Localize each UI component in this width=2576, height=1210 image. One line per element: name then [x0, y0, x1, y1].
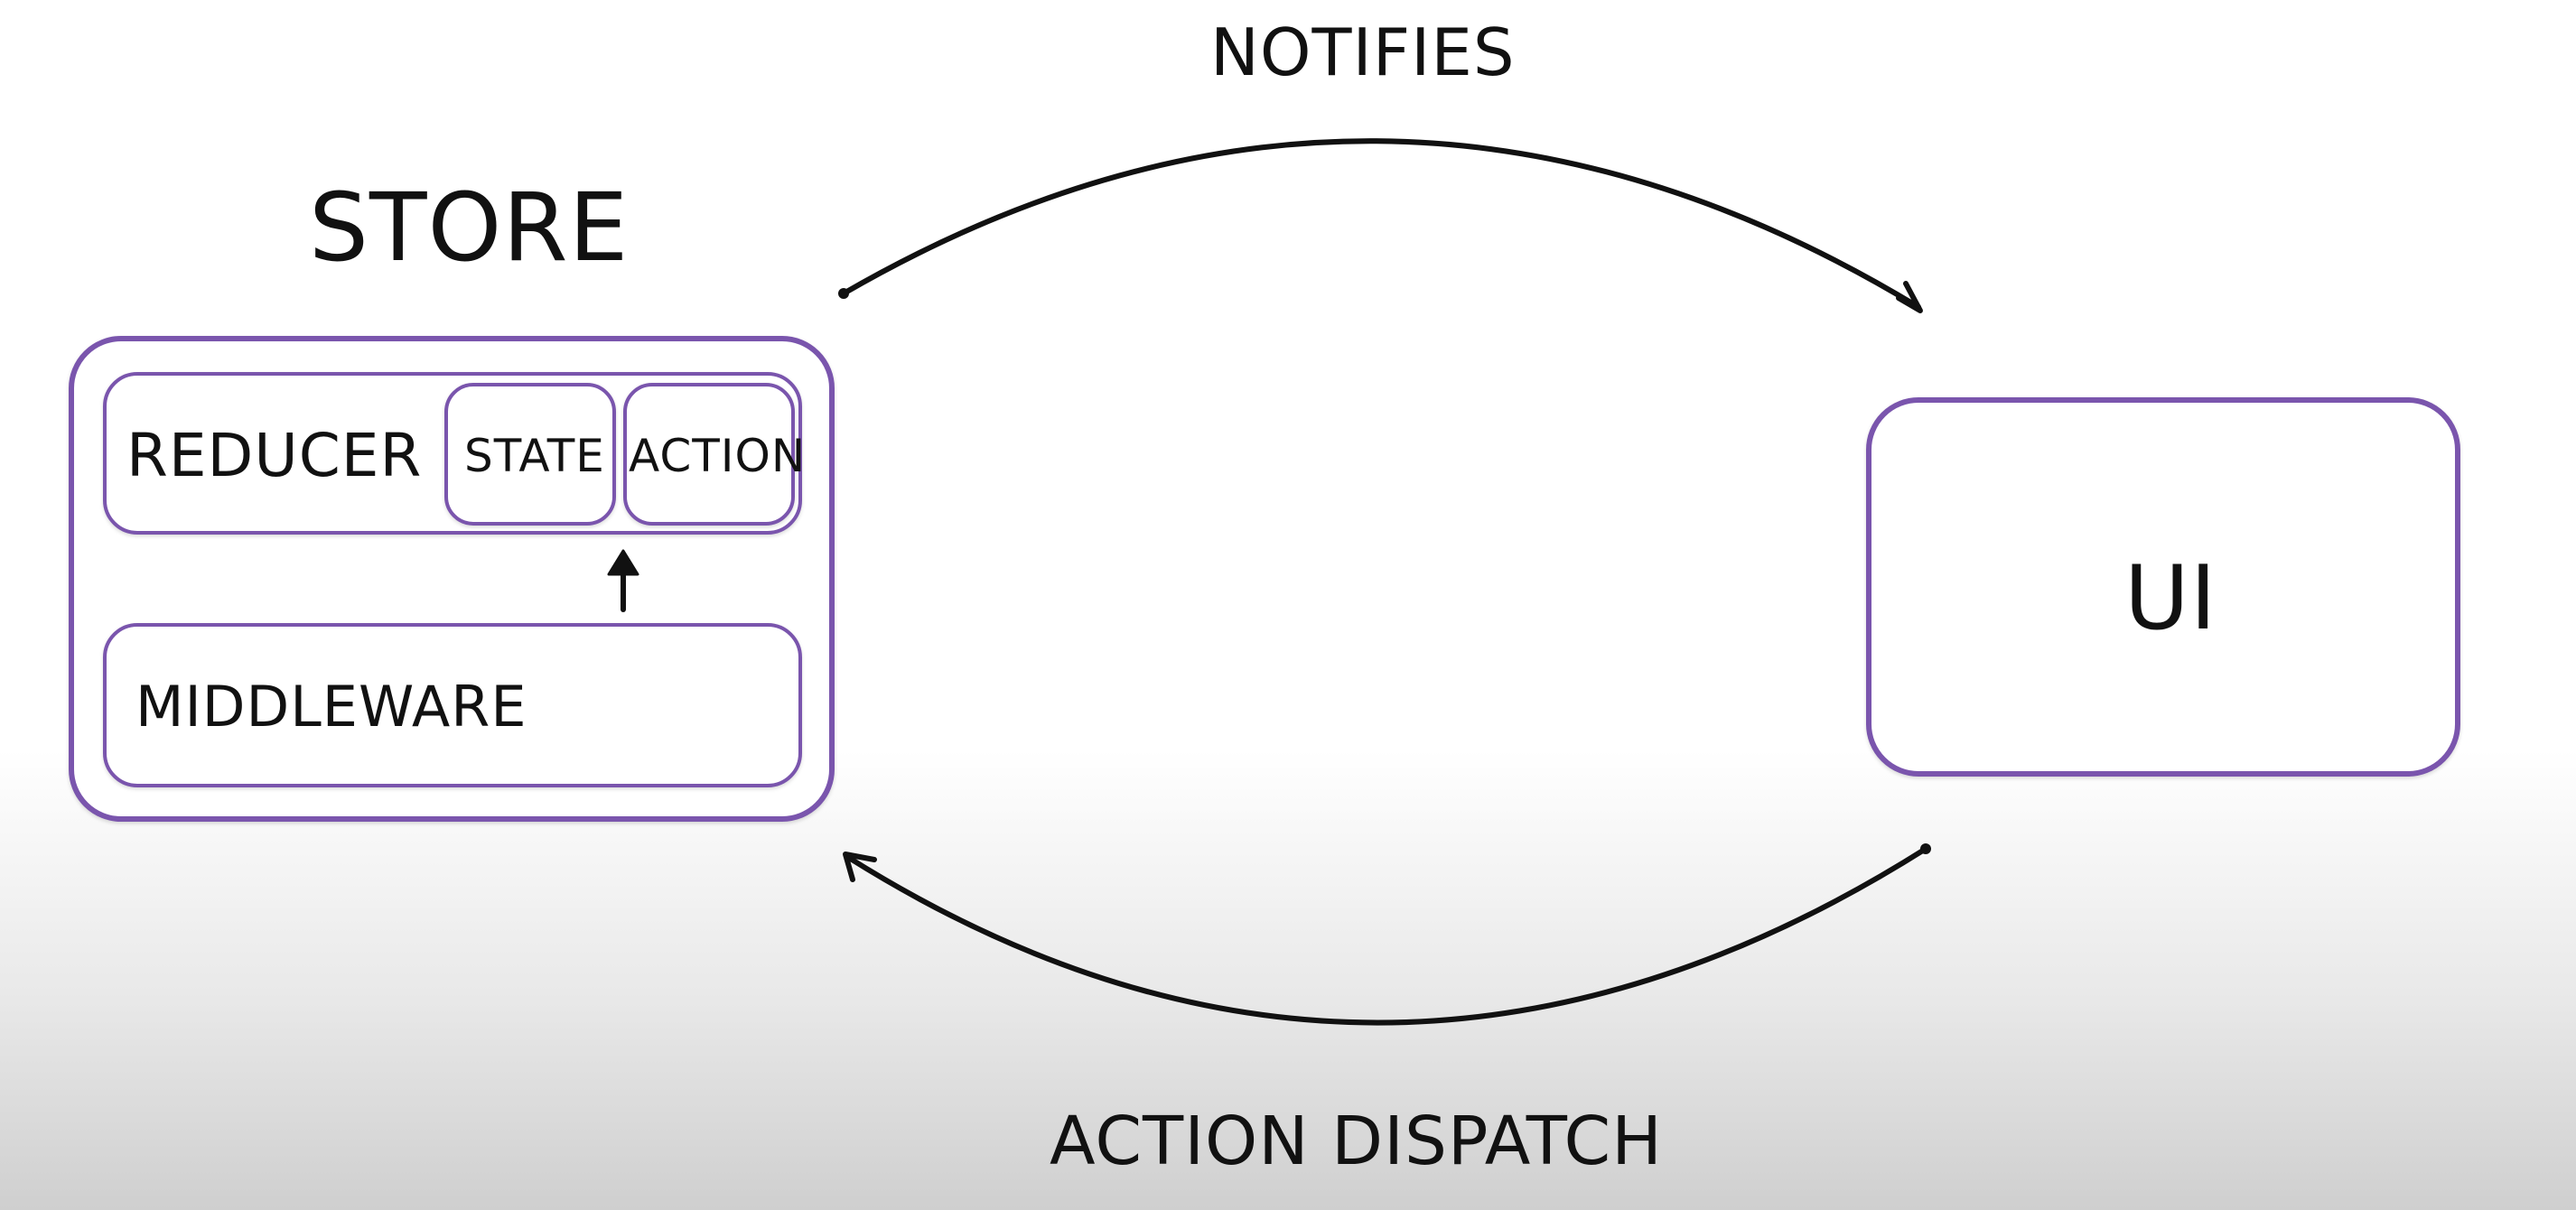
state-label: STATE: [464, 430, 605, 482]
reducer-label: REDUCER: [126, 421, 423, 490]
store-title: STORE: [309, 172, 630, 283]
ui-box: [1866, 397, 2460, 777]
curved-arrow-left-icon: [843, 843, 1931, 1026]
state-box: [444, 383, 616, 526]
middleware-label: MIDDLEWARE: [135, 674, 527, 740]
notifies-label: NOTIFIES: [1210, 14, 1516, 90]
action-dispatch-label: ACTION DISPATCH: [1050, 1103, 1663, 1180]
ui-label: UI: [2124, 547, 2217, 650]
action-box: [623, 383, 795, 526]
action-label: ACTION: [629, 430, 807, 482]
middleware-box: [103, 623, 802, 787]
curved-arrow-right-icon: [838, 138, 1923, 313]
